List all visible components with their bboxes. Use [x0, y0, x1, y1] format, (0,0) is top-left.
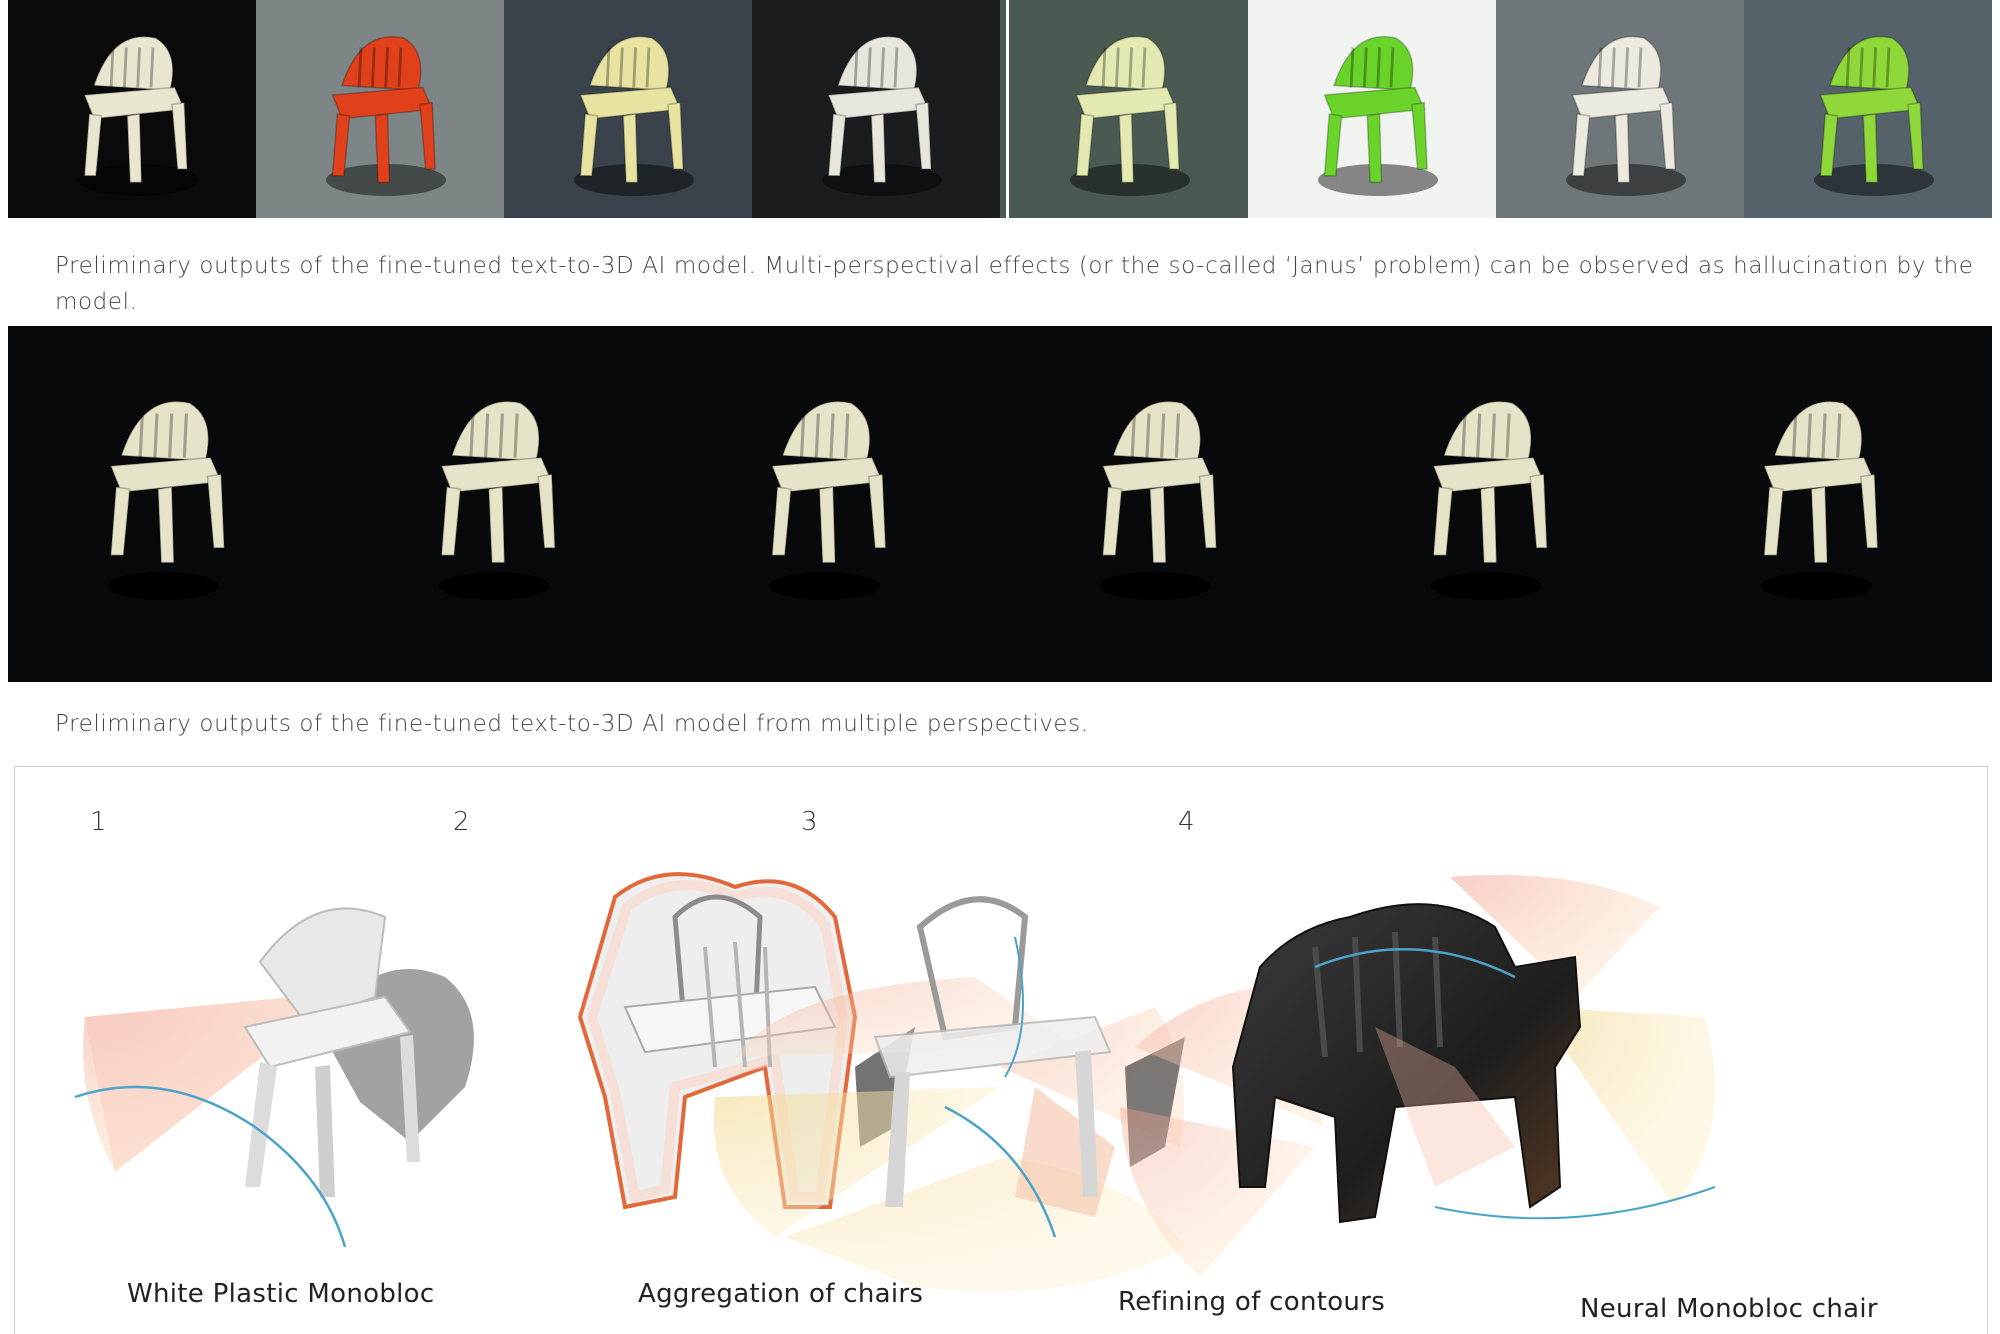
white-chair-view-6	[1761, 400, 1879, 600]
green-chair-render	[1000, 0, 1248, 218]
render-tile	[1744, 0, 1992, 218]
white-chair-view-2	[439, 400, 556, 600]
step-2-label: Aggregation of chairs	[638, 1279, 924, 1309]
render-tile	[504, 0, 752, 218]
white-monobloc-chair-illustration	[74, 907, 474, 1248]
caption-janus: Preliminary outputs of the fine-tuned te…	[55, 253, 1974, 315]
top-render-strip	[8, 0, 1992, 218]
step-3-label: Refining of contours	[1118, 1287, 1386, 1317]
process-panel: 1 2 3 4 White Plastic Monobloc Aggregati…	[14, 766, 1988, 1334]
white-chair-render	[8, 0, 256, 218]
step-4-label: Neural Monobloc chair	[1580, 1294, 1878, 1324]
render-tile	[256, 0, 504, 218]
render-tile	[1496, 0, 1744, 218]
red-chair-render	[256, 0, 504, 218]
render-tile	[8, 0, 256, 218]
perspective-band	[8, 326, 1992, 682]
white-chair-render	[1496, 0, 1744, 218]
step-1-label: White Plastic Monobloc	[127, 1279, 435, 1309]
neural-monobloc-chair-illustration	[1120, 875, 1716, 1277]
step-2-number: 2	[453, 807, 470, 837]
process-illustration	[74, 872, 1716, 1292]
strip-divider	[1006, 0, 1009, 218]
render-tile	[1000, 0, 1248, 218]
green-blue-red-chair-render	[1248, 0, 1496, 218]
white-chair-view-3	[769, 400, 887, 600]
white-chair-view-5	[1431, 400, 1548, 600]
render-tile	[752, 0, 1000, 218]
render-tile	[1248, 0, 1496, 218]
step-1-number: 1	[90, 807, 107, 837]
step-3-number: 3	[801, 807, 818, 837]
white-chair-render	[752, 0, 1000, 218]
perspective-views	[108, 400, 1879, 600]
step-4-number: 4	[1178, 807, 1195, 837]
white-chair-view-4	[1100, 400, 1218, 600]
white-chair-view-1	[108, 400, 226, 600]
green-chair-render	[1744, 0, 1992, 218]
caption-perspectives: Preliminary outputs of the fine-tuned te…	[55, 711, 1089, 737]
yellow-chair-render	[504, 0, 752, 218]
